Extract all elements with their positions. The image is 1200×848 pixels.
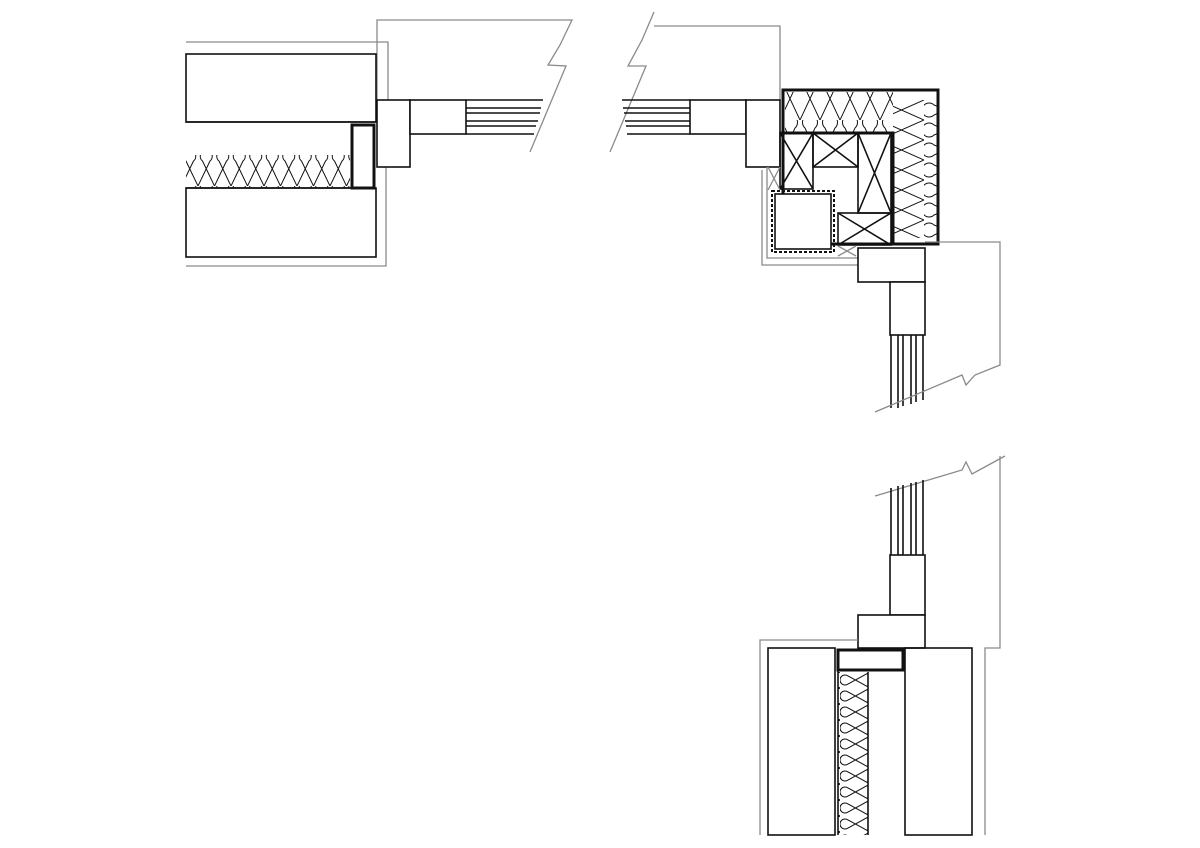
corner-detail xyxy=(609,11,1001,413)
window-frame-right xyxy=(745,99,781,168)
left-jamb-detail xyxy=(185,19,574,267)
window-sash xyxy=(409,99,467,135)
glazing xyxy=(466,99,543,135)
lower-jamb-detail xyxy=(759,455,1006,836)
glazing-bottom xyxy=(890,480,924,555)
window-frame xyxy=(376,99,411,168)
glazing-lower xyxy=(890,335,924,408)
masonry-inner xyxy=(185,187,377,258)
break-line-right xyxy=(874,241,1001,413)
masonry-outer xyxy=(185,53,377,123)
glazing-right xyxy=(622,99,690,135)
insulation-cavity-bottom xyxy=(838,672,868,835)
finish-outline-bottom xyxy=(759,639,858,835)
timber-blocks xyxy=(779,132,892,246)
break-line-top-left xyxy=(376,19,574,153)
corner-casing xyxy=(781,88,940,246)
cavity-closer-bottom xyxy=(836,648,905,672)
break-line-top-right xyxy=(609,11,781,153)
cavity-closer xyxy=(350,123,376,190)
window-sash-lower xyxy=(889,281,926,336)
steel-post xyxy=(771,190,835,253)
finish-outline-corner xyxy=(761,167,858,266)
masonry-right xyxy=(904,647,973,836)
finish-outline xyxy=(186,41,389,267)
window-frame-lower xyxy=(857,247,926,283)
insulation-top xyxy=(785,92,893,132)
window-sash-bottom xyxy=(889,554,926,616)
masonry-left xyxy=(767,647,836,836)
window-sash-right xyxy=(689,99,747,135)
insulation-side xyxy=(893,100,937,238)
insulation-cavity xyxy=(186,155,350,188)
window-frame-bottom xyxy=(857,614,926,649)
break-line-bottom xyxy=(874,455,1006,835)
